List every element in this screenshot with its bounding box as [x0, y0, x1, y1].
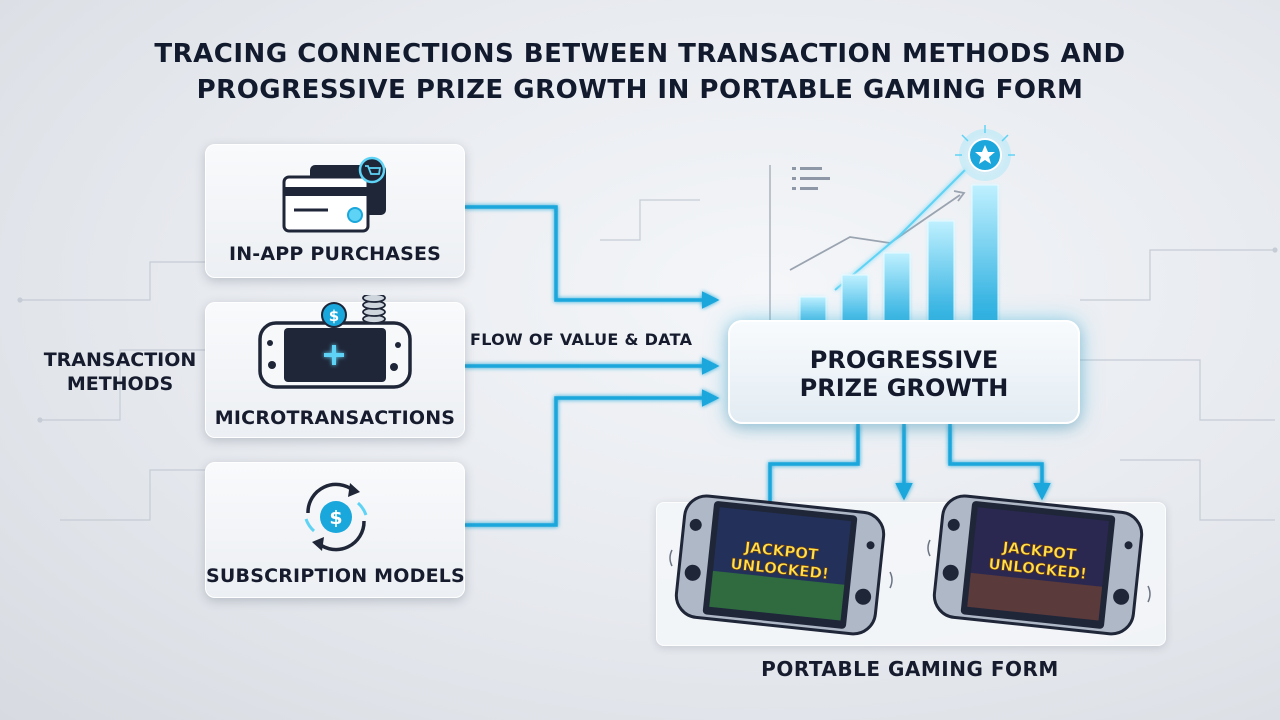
wire-hub-right [948, 424, 1051, 501]
wire-in-app [464, 205, 720, 309]
recurring-dollar-icon: $ [304, 482, 368, 552]
credit-card-cart-icon [282, 156, 386, 233]
page-title: TRACING CONNECTIONS BETWEEN TRANSACTION … [0, 36, 1280, 108]
handheld-console-right: JACKPOT UNLOCKED! [927, 494, 1151, 636]
chart-bar-4 [927, 220, 955, 332]
background-circuit-lines [17, 199, 1278, 521]
card-label-micro: MICROTRANSACTIONS [214, 407, 456, 429]
chart-bar-5 [971, 184, 999, 332]
handheld-console-left: JACKPOT UNLOCKED! [669, 494, 893, 636]
card-subscription-models: $ SUBSCRIPTION MODELS [205, 462, 465, 598]
title-line-2: PROGRESSIVE PRIZE GROWTH IN PORTABLE GAM… [196, 75, 1084, 105]
handheld-console-coin-icon: $ [258, 295, 412, 389]
svg-text:$: $ [329, 307, 339, 325]
progressive-prize-growth-node: PROGRESSIVE PRIZE GROWTH [728, 320, 1080, 424]
wire-subscription [464, 389, 720, 527]
portable-gaming-form-label: PORTABLE GAMING FORM [761, 657, 1059, 681]
title-line-1: TRACING CONNECTIONS BETWEEN TRANSACTION … [154, 39, 1126, 69]
transaction-methods-label: TRANSACTION METHODS [43, 349, 197, 395]
hub-label: PROGRESSIVE PRIZE GROWTH [799, 346, 1009, 402]
card-microtransactions: $ MICROTRANSACTIONS [205, 295, 465, 438]
chart-bar-3 [883, 252, 911, 332]
wire-hub-left [768, 424, 860, 502]
card-label-in-app: IN-APP PURCHASES [228, 243, 442, 265]
svg-text:$: $ [329, 507, 342, 529]
card-label-subscription: SUBSCRIPTION MODELS [206, 565, 465, 587]
flow-label: FLOW OF VALUE & DATA [470, 330, 693, 349]
card-in-app-purchases: IN-APP PURCHASES [205, 144, 465, 278]
rising-bar-chart-star-icon [769, 125, 1060, 332]
